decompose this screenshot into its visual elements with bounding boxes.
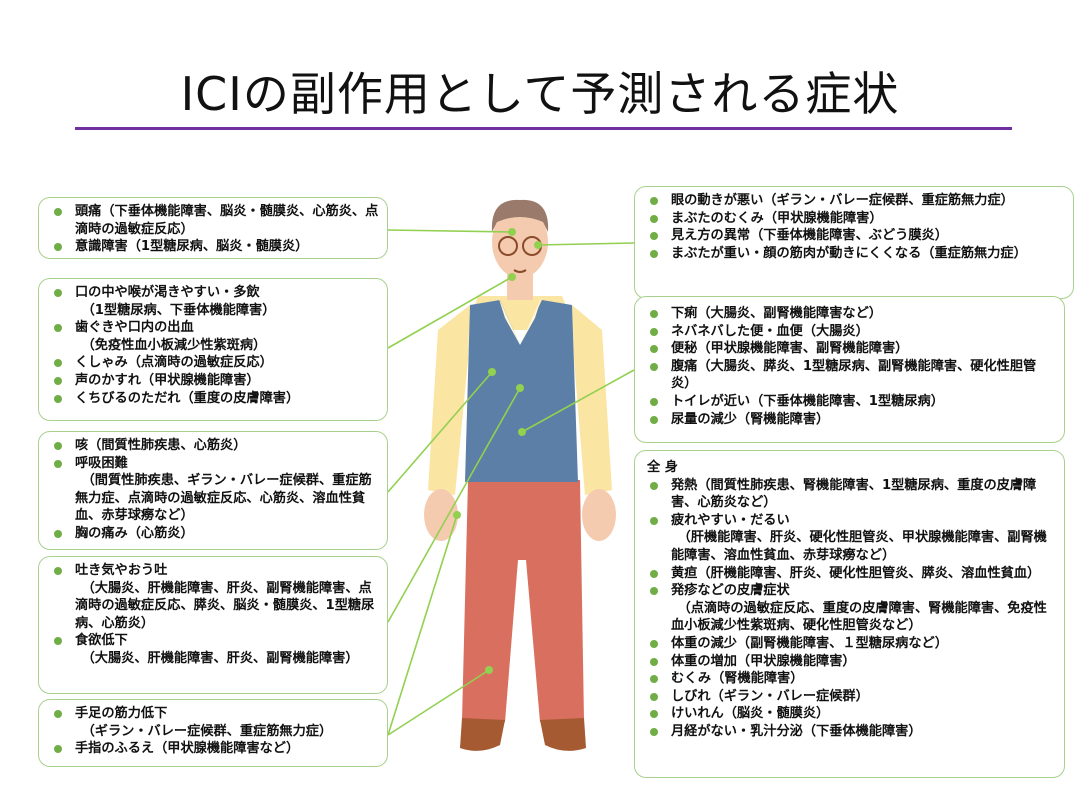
hair xyxy=(491,199,549,232)
left-hand xyxy=(424,489,458,541)
list-item: 眼の動きが悪い（ギラン・バレー症候群、重症筋無力症） xyxy=(647,192,1065,210)
list-item: 呼吸困難（間質性肺疾患、ギラン・バレー症候群、重症筋無力症、点滴時の過敏症反応、… xyxy=(51,455,379,525)
list-item: 歯ぐきや口内の出血（免疫性血小板減少性紫斑病） xyxy=(51,319,379,354)
list-item: 声のかすれ（甲状腺機能障害） xyxy=(51,372,379,390)
symptom-box-head: 頭痛（下垂体機能障害、脳炎・髄膜炎、心筋炎、点滴時の過敏症反応） 意識障害（1型… xyxy=(38,197,388,259)
list-item: 体重の増加（甲状腺機能障害） xyxy=(647,653,1056,671)
list-item: 腹痛（大腸炎、膵炎、1型糖尿病、副腎機能障害、硬化性胆管炎） xyxy=(647,358,1056,393)
left-shoe xyxy=(460,718,505,751)
list-item: くちびるのただれ（重度の皮膚障害） xyxy=(51,390,379,408)
list-item: ネバネバした便・血便（大腸炎） xyxy=(647,323,1056,341)
symptom-box-abdomen: 下痢（大腸炎、副腎機能障害など） ネバネバした便・血便（大腸炎） 便秘（甲状腺機… xyxy=(634,296,1065,443)
list-item: 尿量の減少（腎機能障害） xyxy=(647,411,1056,429)
symptom-box-limbs: 手足の筋力低下（ギラン・バレー症候群、重症筋無力症） 手指のふるえ（甲状腺機能障… xyxy=(38,699,388,767)
list-item: 体重の減少（副腎機能障害、１型糖尿病など） xyxy=(647,635,1056,653)
list-item: 発疹などの皮膚症状（点滴時の過敏症反応、重度の皮膚障害、腎機能障害、免疫性血小板… xyxy=(647,582,1056,635)
list-item: しびれ（ギラン・バレー症候群） xyxy=(647,688,1056,706)
list-item: トイレが近い（下垂体機能障害、1型糖尿病） xyxy=(647,393,1056,411)
list-item: 疲れやすい・だるい（肝機能障害、肝炎、硬化性胆管炎、甲状腺機能障害、副腎機能障害… xyxy=(647,512,1056,565)
left-sleeve xyxy=(428,305,470,495)
page-title: ICIの副作用として予測される症状 xyxy=(180,67,900,121)
right-hand xyxy=(582,489,616,541)
list-item: 食欲低下（大腸炎、肝機能障害、肝炎、副腎機能障害） xyxy=(51,632,379,667)
connector-lines xyxy=(387,229,635,736)
list-item: 発熱（間質性肺疾患、腎機能障害、1型糖尿病、重度の皮膚障害、心筋炎など） xyxy=(647,477,1056,512)
list-item: 黄疸（肝機能障害、肝炎、硬化性胆管炎、膵炎、溶血性貧血） xyxy=(647,565,1056,583)
title-underline xyxy=(75,127,1012,130)
list-item: 意識障害（1型糖尿病、脳炎・髄膜炎） xyxy=(51,238,379,256)
head xyxy=(492,206,548,278)
right-sleeve xyxy=(572,305,612,495)
list-item: けいれん（脳炎・髄膜炎） xyxy=(647,705,1056,723)
list-item: 便秘（甲状腺機能障害、副腎機能障害） xyxy=(647,340,1056,358)
list-item: 月経がない・乳汁分泌（下垂体機能障害） xyxy=(647,723,1056,741)
list-item: 下痢（大腸炎、副腎機能障害など） xyxy=(647,305,1056,323)
list-item: まぶたが重い・顔の筋肉が動きにくくなる（重症筋無力症） xyxy=(647,245,1065,263)
list-item: 吐き気やおう吐（大腸炎、肝機能障害、肝炎、副腎機能障害、点滴時の過敏症反応、膵炎… xyxy=(51,562,379,632)
box-heading: 全 身 xyxy=(647,460,678,475)
list-item: むくみ（腎機能障害） xyxy=(647,670,1056,688)
symptom-box-whole-body: 全 身 発熱（間質性肺疾患、腎機能障害、1型糖尿病、重度の皮膚障害、心筋炎など）… xyxy=(634,450,1065,778)
list-item: 頭痛（下垂体機能障害、脳炎・髄膜炎、心筋炎、点滴時の過敏症反応） xyxy=(51,203,379,238)
symptom-box-digestive: 吐き気やおう吐（大腸炎、肝機能障害、肝炎、副腎機能障害、点滴時の過敏症反応、膵炎… xyxy=(38,556,388,694)
symptom-box-chest: 咳（間質性肺疾患、心筋炎） 呼吸困難（間質性肺疾患、ギラン・バレー症候群、重症筋… xyxy=(38,431,388,550)
list-item: 手指のふるえ（甲状腺機能障害など） xyxy=(51,740,379,758)
symptom-box-eyes: 眼の動きが悪い（ギラン・バレー症候群、重症筋無力症） まぶたのむくみ（甲状腺機能… xyxy=(634,186,1074,299)
right-shoe xyxy=(540,718,586,751)
pants xyxy=(462,480,584,722)
list-item: 咳（間質性肺疾患、心筋炎） xyxy=(51,437,379,455)
list-item: 見え方の異常（下垂体機能障害、ぶどう膜炎） xyxy=(647,227,1065,245)
list-item: くしゃみ（点滴時の過敏症反応） xyxy=(51,354,379,372)
symptom-box-mouth: 口の中や喉が渇きやすい・多飲（1型糖尿病、下垂体機能障害） 歯ぐきや口内の出血（… xyxy=(38,278,388,421)
list-item: 手足の筋力低下（ギラン・バレー症候群、重症筋無力症） xyxy=(51,705,379,740)
list-item: 口の中や喉が渇きやすい・多飲（1型糖尿病、下垂体機能障害） xyxy=(51,284,379,319)
list-item: まぶたのむくみ（甲状腺機能障害） xyxy=(647,210,1065,228)
connector-dots xyxy=(453,228,542,674)
list-item: 胸の痛み（心筋炎） xyxy=(51,525,379,543)
